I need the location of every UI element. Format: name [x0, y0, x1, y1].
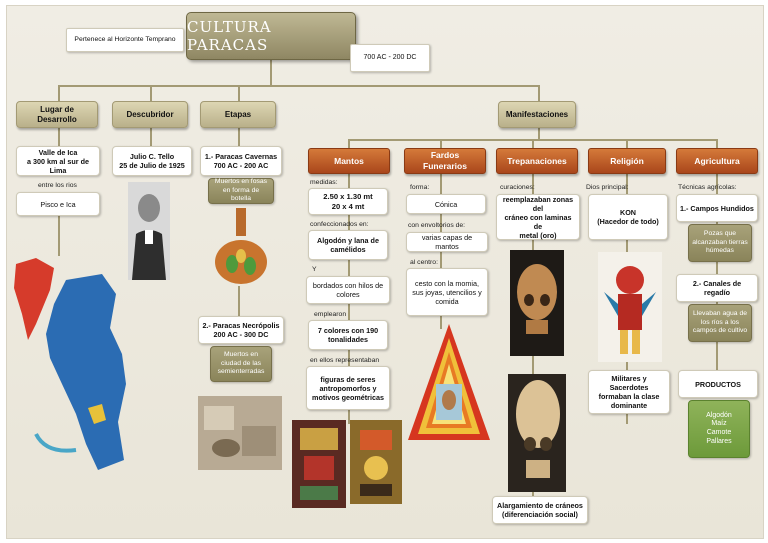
- connector: [58, 85, 540, 87]
- connector: [538, 85, 540, 101]
- kon-box: KON (Hacedor de todo): [588, 194, 668, 240]
- entre-label: entre los rios: [38, 182, 77, 189]
- alargamiento-box: Alargamiento de cráneos (diferenciación …: [492, 496, 588, 524]
- religion-header: Religión: [588, 148, 666, 174]
- necropolis-photo: [198, 396, 282, 470]
- kon-deity-image: [598, 252, 662, 362]
- manto-textile-image-2: [350, 420, 402, 504]
- capas-box: varias capas de mantos: [406, 232, 488, 252]
- header-descubridor: Descubridor: [112, 101, 188, 128]
- cavernas-desc: Muertos en fosas en forma de botella: [208, 178, 274, 204]
- medidas-box: 2.50 x 1.30 mt 20 x 4 mt: [308, 188, 388, 215]
- y-label: Y: [312, 266, 317, 273]
- connector: [150, 85, 152, 101]
- connector: [626, 139, 628, 148]
- elongated-skull-image: [508, 374, 566, 492]
- pozas-desc: Pozas que alcanzaban tierras húmedas: [688, 224, 752, 262]
- connector: [58, 85, 60, 101]
- tello-box: Julio C. Tello 25 de Julio de 1925: [112, 146, 192, 176]
- trepanned-skull-image: [510, 250, 564, 356]
- reemplazaban-box: reemplazaban zonas del cráneo con lamina…: [496, 194, 580, 240]
- header-manifestaciones: Manifestaciones: [498, 101, 576, 128]
- connector: [238, 286, 240, 316]
- header-lugar: Lugar de Desarrollo: [16, 101, 98, 128]
- connector: [238, 85, 240, 101]
- cavernas-box: 1.- Paracas Cavernas 700 AC - 200 AC: [200, 146, 282, 176]
- productos-box: PRODUCTOS: [678, 370, 758, 398]
- dios-label: Dios principal:: [586, 184, 629, 191]
- connector: [58, 216, 60, 256]
- campos-box: 1.- Campos Hundidos: [676, 194, 758, 222]
- necropolis-box: 2.- Paracas Necrópolis 200 AC - 300 DC: [198, 316, 284, 344]
- connector: [270, 58, 272, 86]
- colores-box: 7 colores con 190 tonalidades: [308, 320, 388, 350]
- connector: [440, 139, 442, 148]
- confec-label: confeccionados en:: [310, 221, 369, 228]
- cesto-box: cesto con la momia, sus joyas, utencilio…: [406, 268, 488, 316]
- connector: [716, 139, 718, 148]
- productos-list: Algodón Maíz Camote Pallares: [688, 400, 750, 458]
- militares-box: Militares y Sacerdotes formaban la clase…: [588, 370, 670, 414]
- connector: [532, 139, 534, 148]
- trepanaciones-header: Trepanaciones: [496, 148, 578, 174]
- manto-textile-image-1: [292, 420, 346, 508]
- connector: [538, 128, 540, 140]
- canales-desc: Llevaban agua de los ríos a los campos d…: [688, 304, 752, 342]
- centro-label: al centro:: [410, 259, 438, 266]
- necropolis-desc: Muertos en ciudad de las semienterradas: [210, 346, 272, 382]
- peru-map-image: [14, 258, 126, 470]
- tecnicas-label: Técnicas agrícolas:: [678, 184, 737, 191]
- connector: [348, 139, 350, 148]
- emplearon-label: emplearon: [314, 311, 347, 318]
- mantos-header: Mantos: [308, 148, 390, 174]
- forma-box: Cónica: [406, 194, 486, 214]
- bottle-tomb-image: [215, 208, 267, 284]
- algodon-box: Algodón y lana de camélidos: [308, 230, 388, 260]
- agricultura-header: Agricultura: [676, 148, 758, 174]
- main-title: CULTURA PARACAS: [186, 12, 356, 60]
- envoltorios-label: con envoltorios de:: [408, 222, 466, 229]
- medidas-label: medidas:: [310, 179, 338, 186]
- horizon-box: Pertenece al Horizonte Temprano: [66, 28, 184, 52]
- forma-label: forma:: [410, 184, 430, 191]
- representaban-label: en ellos representaban: [310, 357, 380, 364]
- valle-box: Valle de Ica a 300 km al sur de Lima: [16, 146, 100, 176]
- header-etapas: Etapas: [200, 101, 276, 128]
- dates-box: 700 AC - 200 DC: [350, 44, 430, 72]
- bordados-box: bordados con hilos de colores: [306, 276, 390, 304]
- connector: [150, 128, 152, 146]
- connector: [238, 128, 240, 146]
- canales-box: 2.- Canales de regadío: [676, 274, 758, 302]
- figuras-box: figuras de seres antropomorfos y motivos…: [306, 366, 390, 410]
- fardos-header: Fardos Funerarios: [404, 148, 486, 174]
- tello-portrait-image: [128, 182, 170, 280]
- fardo-funerario-image: [408, 324, 490, 440]
- connector: [58, 128, 60, 146]
- curaciones-label: curaciones:: [500, 184, 535, 191]
- rios-box: Pisco e Ica: [16, 192, 100, 216]
